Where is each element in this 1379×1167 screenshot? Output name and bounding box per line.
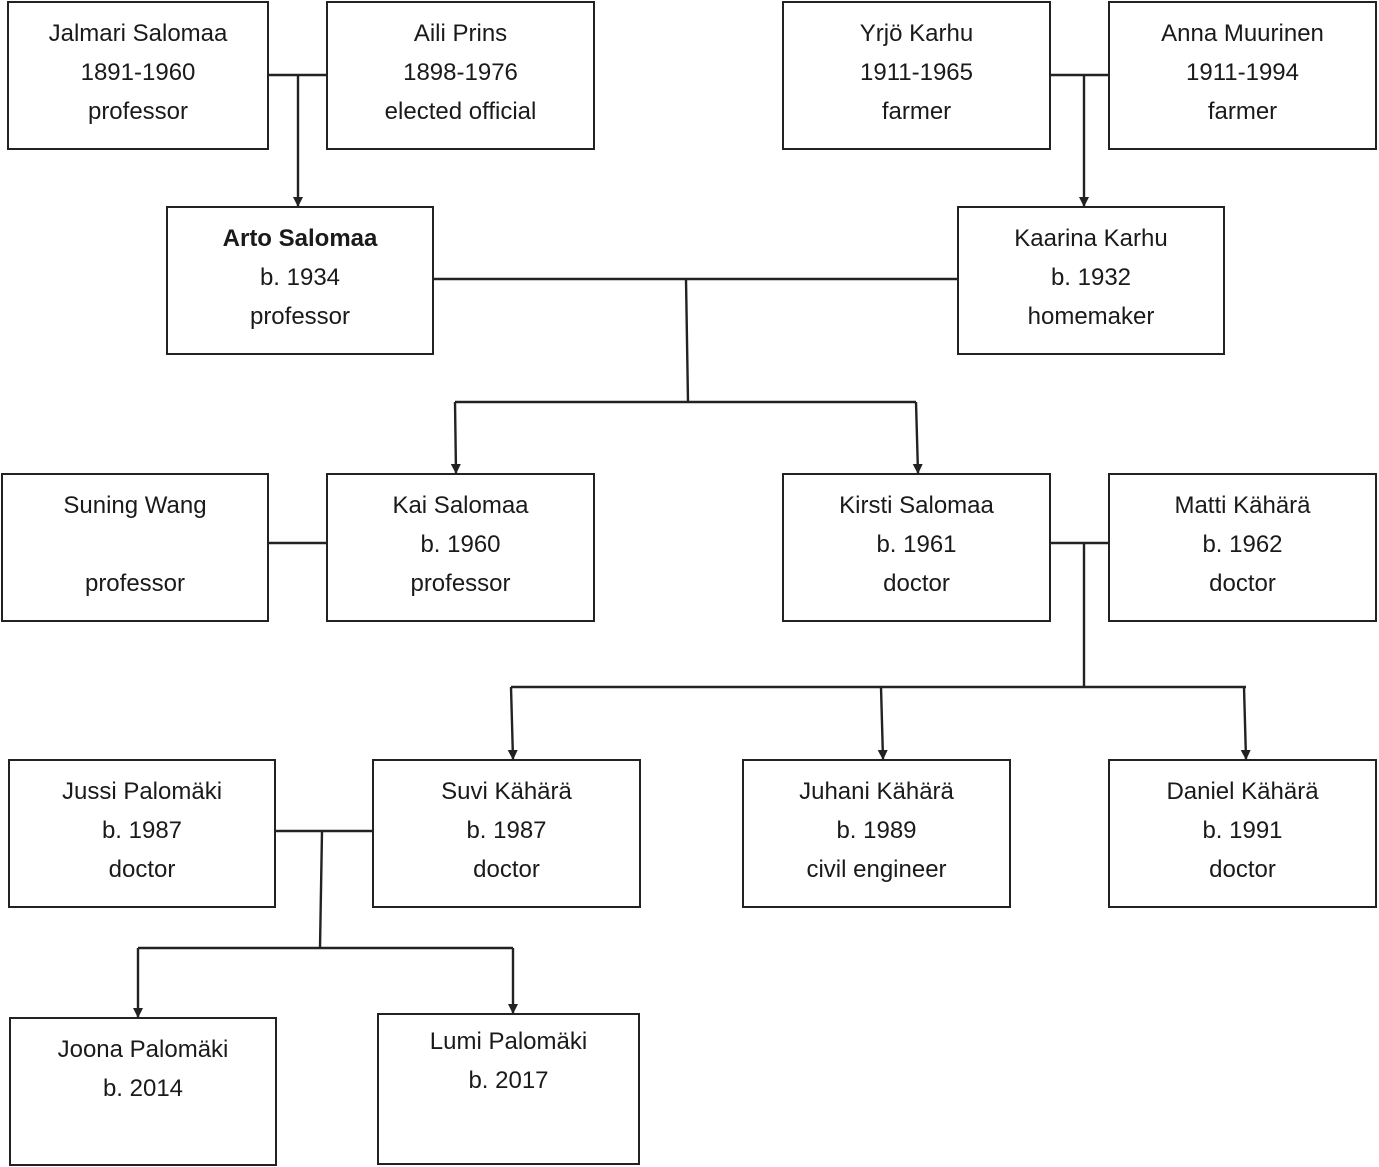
descent-arrow-kai — [450, 401, 461, 475]
person-occupation: elected official — [384, 98, 537, 125]
person-name: Suning Wang — [63, 492, 207, 519]
person-box-yrjo-karhu: Yrjö Karhu 1911-1965 farmer — [782, 1, 1051, 150]
person-occupation: doctor — [1209, 856, 1276, 883]
descent-arrow-juhani — [877, 686, 888, 761]
person-occupation: professor — [87, 98, 189, 125]
person-box-suning-wang: Suning Wang professor — [1, 473, 269, 622]
person-box-kaarina-karhu: Kaarina Karhu b. 1932 homemaker — [957, 206, 1225, 355]
person-box-kirsti-salomaa: Kirsti Salomaa b. 1961 doctor — [782, 473, 1051, 622]
person-years: b. 1987 — [466, 817, 547, 844]
person-name: Aili Prins — [413, 20, 508, 47]
person-name: Yrjö Karhu — [859, 20, 974, 47]
person-occupation: farmer — [881, 98, 952, 125]
person-years: 1911-1994 — [1186, 59, 1299, 86]
person-name: Lumi Palomäki — [429, 1028, 588, 1055]
person-occupation: professor — [249, 303, 351, 330]
person-box-juhani-kahara: Juhani Kähärä b. 1989 civil engineer — [742, 759, 1011, 908]
person-box-matti-kahara: Matti Kähärä b. 1962 doctor — [1108, 473, 1377, 622]
person-years: b. 1932 — [1050, 264, 1132, 291]
person-occupation: professor — [410, 570, 511, 597]
person-years — [3, 525, 267, 564]
person-name: Kai Salomaa — [392, 492, 529, 519]
person-name: Juhani Kähärä — [799, 778, 954, 805]
person-years: b. 2017 — [468, 1067, 549, 1094]
descent-stem-jussi-suvi — [318, 830, 324, 949]
person-box-jussi-palomaki: Jussi Palomäki b. 1987 doctor — [8, 759, 276, 908]
person-occupation: professor — [84, 570, 186, 597]
person-years: b. 1961 — [876, 531, 957, 558]
person-name: Jalmari Salomaa — [48, 20, 228, 47]
person-name: Suvi Kähärä — [441, 778, 572, 805]
person-years: 1911-1965 — [860, 59, 973, 86]
descent-arrow-suvi — [507, 686, 518, 761]
descent-stem-arto-kaarina — [684, 278, 690, 403]
person-occupation: doctor — [108, 856, 176, 883]
person-years: b. 1989 — [836, 817, 917, 844]
person-years: 1898-1976 — [403, 59, 518, 86]
person-box-kai-salomaa: Kai Salomaa b. 1960 professor — [326, 473, 595, 622]
person-name: Jussi Palomäki — [61, 778, 223, 805]
person-years: b. 1962 — [1202, 531, 1283, 558]
person-years: b. 1991 — [1202, 817, 1283, 844]
person-years: b. 1934 — [259, 264, 341, 291]
person-occupation: farmer — [1207, 98, 1278, 125]
person-box-suvi-kahara: Suvi Kähärä b. 1987 doctor — [372, 759, 641, 908]
person-occupation: doctor — [1209, 570, 1276, 597]
person-name: Joona Palomäki — [57, 1036, 229, 1063]
person-years: b. 1987 — [101, 817, 183, 844]
descent-arrow-kirsti — [912, 401, 923, 475]
person-occupation: homemaker — [1027, 303, 1155, 330]
person-box-daniel-kahara: Daniel Kähärä b. 1991 doctor — [1108, 759, 1377, 908]
person-occupation: civil engineer — [806, 856, 947, 883]
person-box-anna-muurinen: Anna Muurinen 1911-1994 farmer — [1108, 1, 1377, 150]
person-name: Matti Kähärä — [1174, 492, 1311, 519]
person-name: Anna Muurinen — [1161, 20, 1324, 47]
descent-arrow-daniel — [1240, 686, 1251, 761]
person-box-joona-palomaki: Joona Palomäki b. 2014 — [9, 1017, 277, 1166]
person-box-arto-salomaa: Arto Salomaa b. 1934 professor — [166, 206, 434, 355]
person-years: 1891-1960 — [80, 59, 196, 86]
person-years: b. 1960 — [420, 531, 501, 558]
person-box-aili-prins: Aili Prins 1898-1976 elected official — [326, 1, 595, 150]
person-name: Daniel Kähärä — [1166, 778, 1319, 805]
person-name: Kirsti Salomaa — [839, 492, 994, 519]
person-occupation: doctor — [473, 856, 540, 883]
person-name: Arto Salomaa — [222, 225, 378, 252]
person-box-jalmari-salomaa: Jalmari Salomaa 1891-1960 professor — [7, 1, 269, 150]
person-occupation: doctor — [883, 570, 950, 597]
person-box-lumi-palomaki: Lumi Palomäki b. 2017 — [377, 1013, 640, 1165]
person-years: b. 2014 — [102, 1075, 184, 1102]
person-name: Kaarina Karhu — [1014, 225, 1168, 252]
